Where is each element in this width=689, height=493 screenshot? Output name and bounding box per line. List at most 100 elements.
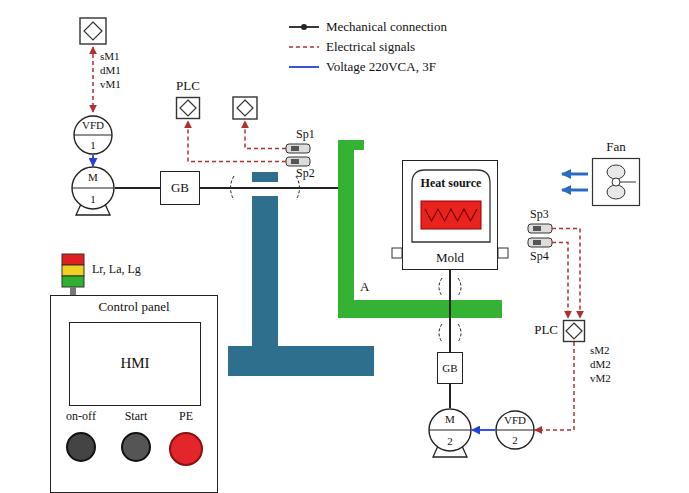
network-icon (233, 97, 257, 119)
sensor-name: Sp3 (530, 208, 549, 222)
legend-text: Mechanical connection (326, 20, 447, 35)
signal-name: vM1 (100, 78, 121, 91)
sensor (286, 157, 310, 166)
motor-label: 2 (447, 435, 453, 448)
signal-wire (552, 229, 580, 319)
icon-frame (564, 321, 585, 342)
motor-circle: M1 (71, 166, 115, 210)
plc-icon: PLC (563, 320, 585, 342)
sensor-lens (291, 159, 299, 164)
gearbox-label: GB (442, 362, 457, 375)
frame-column (252, 196, 278, 346)
bearing-arc (231, 176, 235, 200)
network-icon (80, 18, 106, 44)
stack-light-pole (70, 287, 76, 295)
signal-name: dM1 (100, 64, 121, 77)
label-holder: Sp4 (530, 250, 549, 264)
push-button: Start (111, 410, 161, 472)
motor-label: 1 (90, 193, 96, 206)
bearing-arc (439, 324, 442, 342)
button-cap (170, 433, 202, 465)
label-holder: Lr, La, Lg (92, 263, 141, 277)
stack-light-red (62, 254, 84, 265)
mold-clamp (498, 248, 508, 258)
frame-base (228, 346, 374, 376)
vfd-label: VFD (82, 119, 104, 132)
vfd-circle: VFD1 (73, 115, 113, 155)
label-holder: Sp1 (296, 128, 315, 142)
fan-blade (607, 165, 625, 179)
vfd-label: 2 (512, 434, 518, 447)
legend-sample (288, 60, 320, 74)
heat-source-outline (412, 170, 490, 242)
label-holder: dM1 (100, 64, 121, 77)
sensor-lens (533, 226, 541, 231)
button-label: on-off (66, 410, 96, 424)
stack-light-label: Lr, La, Lg (92, 263, 141, 277)
label-holder: Sp3 (530, 208, 549, 222)
bearing-arc (458, 278, 461, 296)
mold-label: Mold (436, 251, 464, 269)
sensor (528, 238, 552, 247)
push-button: on-off (56, 410, 106, 472)
fan-axle (620, 182, 636, 183)
airflow-arrow (562, 189, 588, 192)
emergency-button-outline (167, 430, 205, 468)
panel-title: Control panel (51, 296, 217, 315)
signal-line (535, 342, 574, 430)
label-holder: vM1 (100, 78, 121, 91)
signal-name: sM1 (100, 50, 120, 63)
bearing-arc (458, 324, 461, 342)
frame-column (252, 172, 278, 182)
label-holder: vM2 (590, 372, 611, 385)
stack-light-green (62, 276, 84, 287)
legend-line (289, 67, 319, 69)
heat-source-label: Heat source (411, 169, 491, 191)
part-letter: A (360, 280, 369, 295)
gearbox-box: GB (437, 352, 463, 384)
power-line (472, 429, 495, 431)
plc-label: PLC (536, 323, 558, 338)
legend-sample (288, 20, 320, 34)
shaft-line (115, 187, 160, 189)
divider-line (72, 187, 114, 188)
label-holder: sM2 (590, 344, 610, 357)
fan-frame (593, 159, 640, 206)
moving-arm (338, 140, 502, 318)
emergency-button: PE (161, 410, 211, 472)
network-icon-diamond (84, 22, 102, 40)
fan-blade (607, 185, 625, 199)
signal-wire (188, 121, 286, 162)
sensor-name: Sp4 (530, 250, 549, 264)
gearbox-label: GB (171, 181, 189, 196)
vfd-label: VFD (504, 414, 526, 427)
label-holder: dM2 (590, 358, 611, 371)
network-icon-diamond (237, 100, 253, 116)
control-panel: Control panelHMI on-off Start PE (50, 295, 218, 493)
sensor-lens (291, 146, 299, 151)
sensor-name: Sp1 (296, 128, 315, 142)
shaft-line (200, 187, 338, 189)
icon-diamond (180, 100, 196, 116)
divider-line (429, 429, 471, 430)
legend-row: Mechanical connection (288, 20, 447, 35)
label-holder: A (360, 280, 369, 295)
plc-label: PLC (176, 79, 200, 94)
signal-wire (552, 243, 568, 319)
heater-coil (425, 209, 477, 221)
vfd-circle: VFD 2 (495, 410, 535, 450)
legend-sample (288, 40, 320, 54)
mold-box: Mold Heat source (402, 160, 498, 270)
motor-label: M (88, 171, 98, 184)
legend-text: Electrical signals (326, 40, 415, 55)
label-holder: sM1 (100, 50, 120, 63)
push-button-outline (119, 430, 153, 464)
power-line (92, 155, 94, 166)
fan-label: Fan (592, 140, 640, 155)
hmi-screen: HMI (69, 322, 201, 406)
signal-name: dM2 (590, 358, 611, 371)
plc-icon: PLC (176, 97, 200, 119)
button-label: Start (125, 410, 148, 424)
mold-clamp (392, 248, 402, 258)
